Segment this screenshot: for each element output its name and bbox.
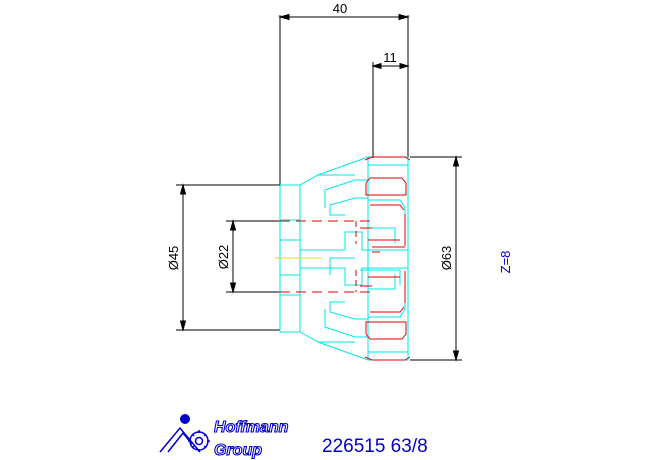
dim-tooth-width: 11 xyxy=(383,50,397,65)
dimension-lines xyxy=(176,13,462,362)
dim-outer-diameter: Ø63 xyxy=(439,246,454,271)
part-number: 226515 63/8 xyxy=(322,436,428,457)
tooth-count-label: Z=8 xyxy=(498,251,513,274)
logo-line1: Hoffmann xyxy=(214,419,289,436)
dim-bore-diameter: Ø22 xyxy=(216,245,231,270)
hoffmann-group-logo-icon xyxy=(159,414,210,453)
dim-overall-length: 40 xyxy=(333,1,347,16)
tooth-profile-lines xyxy=(280,156,411,361)
cutter-outline xyxy=(279,156,409,361)
dim-hub-diameter: Ø45 xyxy=(166,246,181,271)
logo-line2: Group xyxy=(214,442,262,459)
